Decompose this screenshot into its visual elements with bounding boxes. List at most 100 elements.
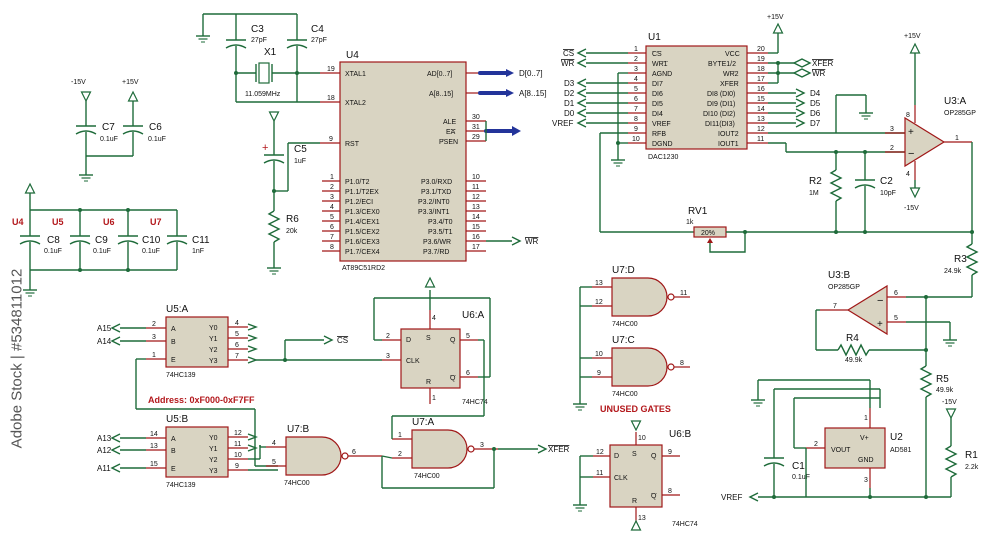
u7a-nand: 123 XFER U7:A 74HC00 — [381, 417, 570, 489]
svg-text:CLK: CLK — [614, 475, 628, 482]
r3-value: 24.9k — [944, 268, 962, 275]
svg-text:Y1: Y1 — [209, 336, 218, 343]
svg-text:6: 6 — [235, 342, 239, 349]
u4-p3-num13: 13 — [472, 204, 480, 211]
u1-num19: 19 — [757, 56, 765, 63]
net-vref-u2: VREF — [721, 493, 742, 502]
reset-section: + C5 1uF R6 20k — [262, 111, 320, 275]
svg-text:Y0: Y0 — [209, 325, 218, 332]
u4-p1-num8: 8 — [330, 244, 334, 251]
u1-num20: 20 — [757, 46, 765, 53]
u1-num7: 7 — [634, 106, 638, 113]
u4-p15: P1.5/CEX2 — [345, 229, 380, 236]
svg-text:5: 5 — [272, 459, 276, 466]
u1-num17: 17 — [757, 76, 765, 83]
u1-num12: 12 — [757, 126, 765, 133]
u3a-opamp: + − 321 84 U3:A OP285GP +15V -15V — [885, 33, 976, 212]
svg-text:2: 2 — [814, 441, 818, 448]
u4-p3-num12: 12 — [472, 194, 480, 201]
svg-text:5: 5 — [466, 333, 470, 340]
svg-text:−: − — [877, 295, 883, 307]
net-wr-u1r: WR — [812, 69, 826, 78]
u1-pin-di7: DI7 — [652, 81, 663, 88]
u1-right-pins: VCC BYTE1/2 WR2 XFER DI8 (DI0) DI9 (DI1)… — [703, 46, 768, 148]
c3-ref: C3 — [251, 24, 264, 35]
u4-ref: U4 — [346, 50, 359, 61]
u1-pin-di6: DI6 — [652, 91, 663, 98]
svg-text:R: R — [426, 379, 431, 386]
r1-supply-label: -15V — [942, 399, 957, 406]
svg-text:+: + — [908, 127, 914, 138]
r5-ref: R5 — [936, 374, 949, 385]
net-wr-u1: WR — [561, 59, 575, 68]
svg-text:5: 5 — [235, 331, 239, 338]
u5a-part: 74HC139 — [166, 372, 196, 379]
net-vref-u1: VREF — [552, 119, 573, 128]
x1-ref: X1 — [264, 47, 277, 58]
u1-num15: 15 — [757, 96, 765, 103]
u1-num16: 16 — [757, 86, 765, 93]
net-a11: A11 — [97, 464, 111, 473]
svg-text:3: 3 — [864, 477, 868, 484]
u7a-ref: U7:A — [412, 417, 435, 428]
c2-ref: C2 — [880, 176, 893, 187]
u4-pin-ea: EA — [446, 129, 456, 136]
net-d2: D2 — [564, 89, 575, 98]
u3a-part: OP285GP — [944, 110, 976, 117]
u4-p36: P3.6/WR — [423, 239, 451, 246]
u3b-part: OP285GP — [828, 284, 860, 291]
u4-p1-num6: 6 — [330, 224, 334, 231]
c7-value: 0.1uF — [100, 136, 118, 143]
u1-num13: 13 — [757, 116, 765, 123]
c8-ref: C8 — [47, 235, 60, 246]
unused-gates-note: UNUSED GATES — [600, 404, 671, 414]
u4-pin-a: A[8..15] — [429, 91, 453, 98]
u7b-part: 74HC00 — [284, 480, 310, 487]
u2-part: AD581 — [890, 447, 912, 454]
svg-text:10: 10 — [595, 351, 603, 358]
u2-pin-vout: VOUT — [831, 447, 851, 454]
net-d-bus: D[0..7] — [519, 69, 543, 78]
svg-text:7: 7 — [235, 353, 239, 360]
svg-text:8: 8 — [668, 488, 672, 495]
svg-text:D: D — [614, 453, 619, 460]
u4-p16: P1.6/CEX3 — [345, 239, 380, 246]
u2-ref: U2 — [890, 432, 903, 443]
c8-value: 0.1uF — [44, 248, 62, 255]
u4-pinnum-29: 29 — [472, 134, 480, 141]
u4-p31: P3.1/TXD — [421, 189, 451, 196]
u4-pin-xtal1: XTAL1 — [345, 71, 366, 78]
svg-text:6: 6 — [894, 290, 898, 297]
u3b-opamp: − + 657 U3:B OP285GP R4 49.9k — [815, 270, 958, 364]
svg-text:9: 9 — [597, 370, 601, 377]
u4-p34: P3.4/T0 — [428, 219, 453, 226]
u1-pin-iout1: IOUT1 — [718, 141, 739, 148]
u1-num1: 1 — [634, 46, 638, 53]
watermark: Adobe Stock | #534811012 — [2, 200, 30, 530]
svg-text:E: E — [171, 466, 176, 473]
c9-value: 0.1uF — [93, 248, 111, 255]
c6-value: 0.1uF — [148, 136, 166, 143]
u4-p1-num3: 3 — [330, 194, 334, 201]
u4-pin-xtal2: XTAL2 — [345, 100, 366, 107]
c7-supply-label: -15V — [71, 79, 86, 86]
u1-num6: 6 — [634, 96, 638, 103]
u2-pin-gnd: GND — [858, 457, 874, 464]
u4-p10: P1.0/T2 — [345, 179, 370, 186]
u7d-part: 74HC00 — [612, 321, 638, 328]
u4-p13: P1.3/CEX0 — [345, 209, 380, 216]
u4-pinnum-30: 30 — [472, 114, 480, 121]
u4-p3-num17: 17 — [472, 244, 480, 251]
r6-value: 20k — [286, 228, 298, 235]
svg-text:E: E — [171, 357, 176, 364]
u4-microcontroller: U4 AT89C51RD2 XTAL1 XTAL2 RST 19 18 9 P1… — [320, 50, 486, 272]
svg-text:10: 10 — [234, 452, 242, 459]
svg-text:1: 1 — [955, 135, 959, 142]
svg-text:11: 11 — [234, 441, 241, 448]
svg-text:10: 10 — [638, 435, 646, 442]
decap-label-u7: U7 — [150, 217, 162, 227]
net-a13: A13 — [97, 434, 112, 443]
u1-pin-di10: DI10 (DI2) — [703, 111, 735, 118]
svg-text:6: 6 — [352, 449, 356, 456]
